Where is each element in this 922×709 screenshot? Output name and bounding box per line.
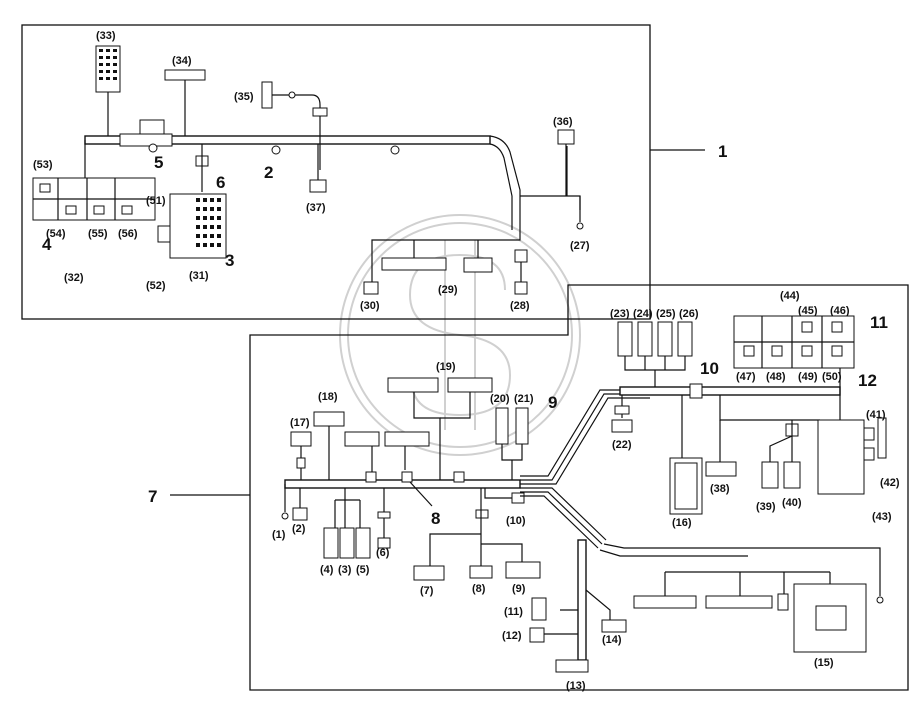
label-47: (47) <box>736 371 756 383</box>
label-49: (49) <box>798 371 818 383</box>
label-34: (34) <box>172 55 192 67</box>
label-3: (3) <box>338 564 352 576</box>
label-1: (1) <box>272 529 286 541</box>
label-36: (36) <box>553 116 573 128</box>
callout-9: 9 <box>548 393 557 412</box>
label-10: (10) <box>506 515 526 527</box>
label-11: (11) <box>504 606 523 618</box>
label-8: (8) <box>472 583 486 595</box>
callout-11: 11 <box>870 313 888 332</box>
label-53: (53) <box>33 159 53 171</box>
label-55: (55) <box>88 228 108 240</box>
label-21: (21) <box>514 393 534 405</box>
label-33: (33) <box>96 30 116 42</box>
label-29: (29) <box>438 284 458 296</box>
label-6: (6) <box>376 547 390 559</box>
label-12: (12) <box>502 630 522 642</box>
connector-labels-top: (33) (34) (35) (36) (37) (53) (54) (55) … <box>33 30 590 312</box>
label-27: (27) <box>570 240 590 252</box>
label-28: (28) <box>510 300 530 312</box>
label-24: (24) <box>633 308 653 320</box>
callout-6: 6 <box>216 173 225 192</box>
label-31: (31) <box>189 270 209 282</box>
label-15: (15) <box>814 657 834 669</box>
callout-2: 2 <box>264 163 273 182</box>
label-42: (42) <box>880 477 900 489</box>
label-43: (43) <box>872 511 892 523</box>
label-54: (54) <box>46 228 66 240</box>
upper-harness-frame <box>21 24 651 320</box>
label-19: (19) <box>436 361 456 373</box>
label-9: (9) <box>512 583 526 595</box>
label-48: (48) <box>766 371 786 383</box>
label-38: (38) <box>710 483 730 495</box>
label-40: (40) <box>782 497 802 509</box>
label-2: (2) <box>292 523 306 535</box>
callout-10: 10 <box>700 359 719 378</box>
label-13: (13) <box>566 680 586 692</box>
label-26: (26) <box>679 308 699 320</box>
label-46: (46) <box>830 305 850 317</box>
label-32: (32) <box>64 272 84 284</box>
label-14: (14) <box>602 634 622 646</box>
label-45: (45) <box>798 305 818 317</box>
callout-3: 3 <box>225 251 234 270</box>
label-5: (5) <box>356 564 370 576</box>
callout-8: 8 <box>431 509 440 528</box>
label-22: (22) <box>612 439 632 451</box>
callout-7: 7 <box>148 487 157 506</box>
lower-harness-frame <box>249 284 909 691</box>
label-39: (39) <box>756 501 776 513</box>
label-51: (51) <box>146 195 166 207</box>
label-7: (7) <box>420 585 434 597</box>
label-25: (25) <box>656 308 676 320</box>
label-44: (44) <box>780 290 800 302</box>
callout-1: 1 <box>718 142 727 161</box>
label-4: (4) <box>320 564 334 576</box>
callout-4: 4 <box>42 235 52 254</box>
label-50: (50) <box>822 371 842 383</box>
label-18: (18) <box>318 391 338 403</box>
label-41: (41) <box>866 409 886 421</box>
label-56: (56) <box>118 228 138 240</box>
label-16: (16) <box>672 517 692 529</box>
connector-labels-bottom: (1) (2) (17) (18) (19) (20) (21) (22) (2… <box>272 290 900 692</box>
label-23: (23) <box>610 308 630 320</box>
label-37: (37) <box>306 202 326 214</box>
label-52: (52) <box>146 280 166 292</box>
lower-harness <box>281 315 887 673</box>
label-35: (35) <box>234 91 254 103</box>
label-17: (17) <box>290 417 310 429</box>
upper-harness <box>32 45 584 295</box>
label-20: (20) <box>490 393 510 405</box>
label-30: (30) <box>360 300 380 312</box>
callout-12: 12 <box>858 371 877 390</box>
callout-labels: 1 2 3 4 5 6 7 8 9 10 11 12 <box>42 142 888 528</box>
callout-5: 5 <box>154 153 163 172</box>
